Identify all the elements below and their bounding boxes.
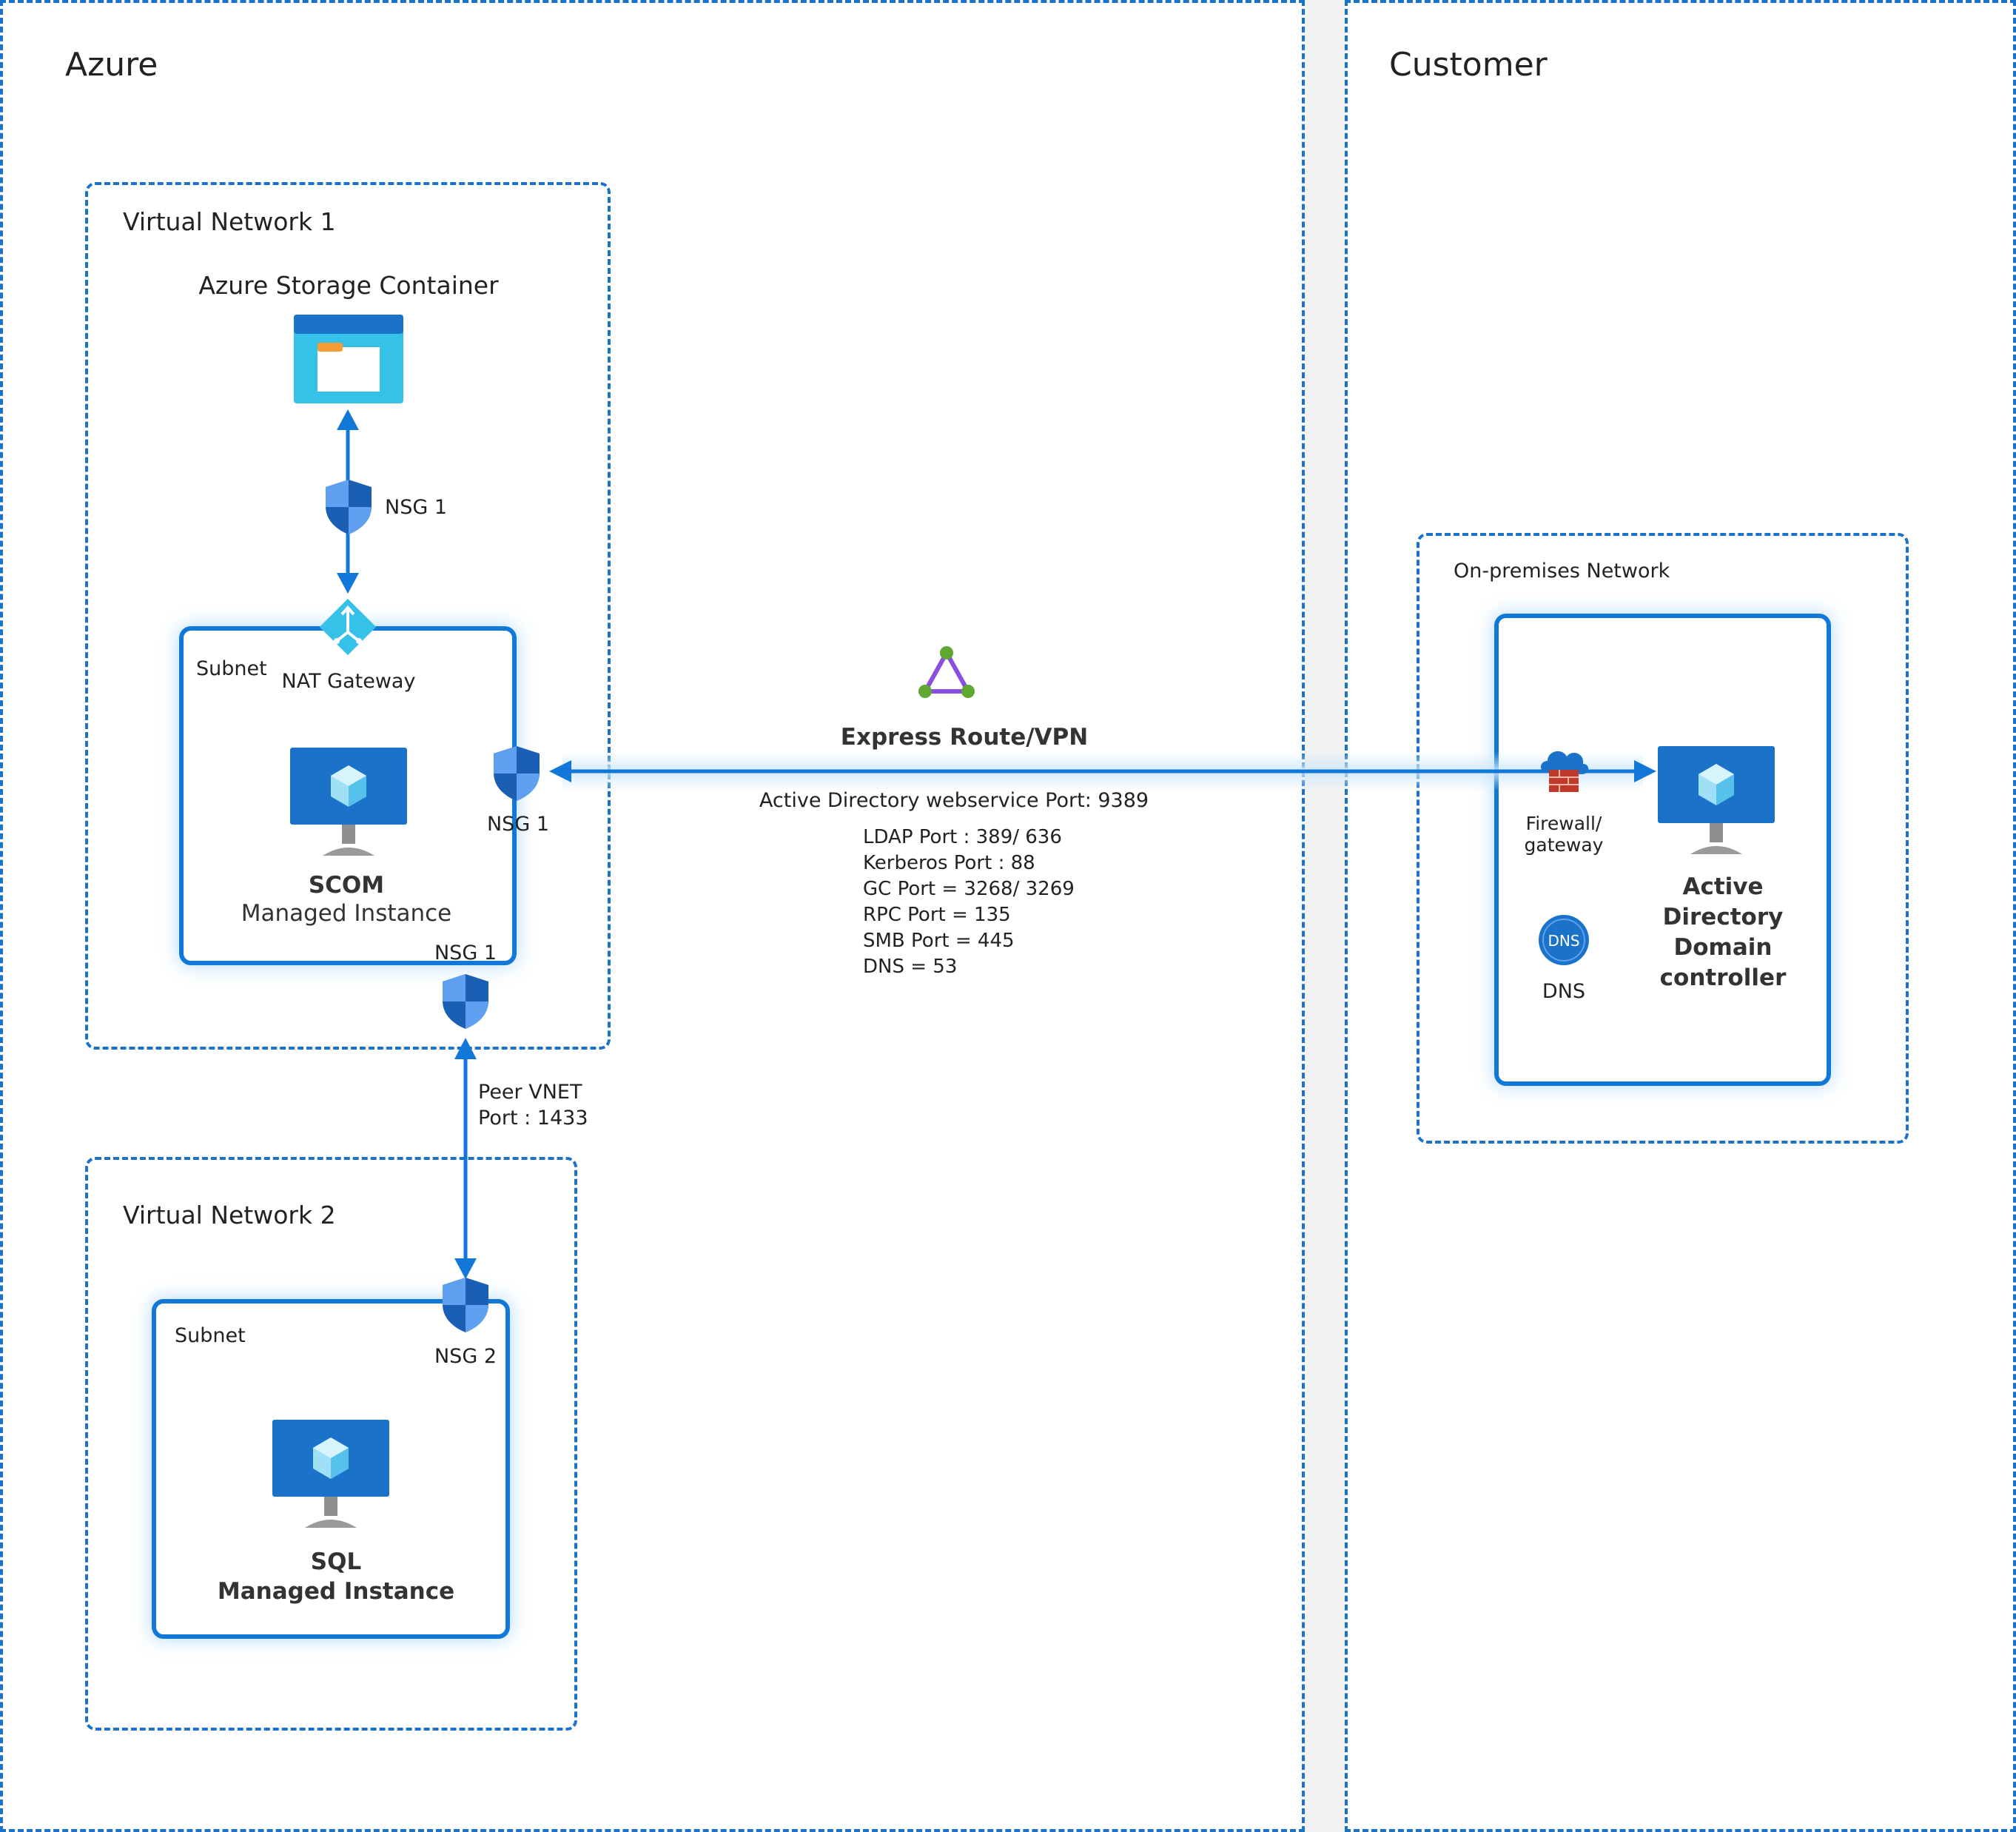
scom-vm-icon (290, 748, 407, 856)
subnet-scom-title: Subnet (196, 657, 267, 680)
nsg-right-label: NSG 1 (486, 813, 550, 836)
nsg-bottom-label: NSG 1 (434, 942, 497, 964)
port-rpc: RPC Port = 135 (863, 904, 1011, 926)
nsg-shield-icon (326, 480, 372, 534)
on-premises-network (1417, 533, 1909, 1144)
nsg-shield-icon (443, 974, 488, 1029)
port-kerberos: Kerberos Port : 88 (863, 852, 1035, 874)
scom-line1: SCOM (308, 872, 385, 899)
dns-icon: DNS (1539, 915, 1589, 965)
nat-arrowhead (337, 573, 359, 594)
azure-title: Azure (65, 46, 158, 84)
dc-side-arrowhead (1634, 760, 1656, 782)
onprem-title: On-premises Network (1454, 560, 1670, 583)
sql-line1: SQL (310, 1549, 362, 1575)
firewall-line2: gateway (1524, 834, 1604, 856)
dc-line-4: controller (1659, 964, 1787, 991)
subnet-sql-title: Subnet (175, 1324, 246, 1347)
sql-line2: Managed Instance (217, 1578, 455, 1605)
peer-vnet-line1: Peer VNET (478, 1081, 582, 1104)
storage-arrowhead (337, 409, 359, 430)
scom-side-arrowhead (549, 760, 571, 782)
vnet2-title: Virtual Network 2 (123, 1201, 336, 1229)
dns-label: DNS (1542, 980, 1586, 1003)
nsg-top-label: NSG 1 (385, 496, 448, 519)
dc-line-3: Domain (1673, 934, 1773, 961)
storage-container-icon (294, 315, 403, 403)
port-gc: GC Port = 3268/ 3269 (863, 878, 1075, 900)
dc-line-2: Directory (1662, 904, 1784, 930)
domain-controller-vm-icon (1658, 746, 1775, 854)
port-smb: SMB Port = 445 (863, 930, 1015, 952)
dns-badge: DNS (1548, 932, 1579, 950)
customer-title: Customer (1389, 46, 1548, 84)
firewall-icon (1541, 751, 1589, 792)
firewall-line1: Firewall/ (1525, 813, 1602, 834)
virtual-network-1 (85, 182, 611, 1050)
port-ldap: LDAP Port : 389/ 636 (863, 826, 1062, 848)
vnet1-title: Virtual Network 1 (123, 207, 336, 236)
virtual-network-2 (85, 1157, 577, 1731)
express-route-label: Express Route/VPN (840, 724, 1089, 751)
ad-webservice-port: Active Directory webservice Port: 9389 (759, 789, 1149, 812)
nsg-shield-icon (494, 746, 540, 801)
onprem-subnet (1494, 614, 1831, 1086)
storage-label: Azure Storage Container (198, 271, 499, 300)
port-dns: DNS = 53 (863, 956, 958, 978)
nsg2-label: NSG 2 (434, 1345, 497, 1368)
nat-gateway-label: NAT Gateway (281, 670, 416, 693)
peer-vnet-line2: Port : 1433 (478, 1107, 588, 1130)
peer-top-arrowhead (454, 1038, 477, 1059)
nat-gateway-icon (319, 598, 377, 656)
scom-line2: Managed Instance (241, 900, 452, 927)
domain-controller-label: Active Directory Domain controller (1660, 872, 1787, 993)
sql-vm-icon (272, 1420, 389, 1528)
dc-line-1: Active (1682, 873, 1764, 900)
peer-bottom-arrowhead (454, 1258, 477, 1279)
nsg-shield-icon (443, 1278, 488, 1332)
vpn-triangle-icon (918, 646, 975, 698)
port-list: LDAP Port : 389/ 636 Kerberos Port : 88 … (863, 825, 1075, 980)
